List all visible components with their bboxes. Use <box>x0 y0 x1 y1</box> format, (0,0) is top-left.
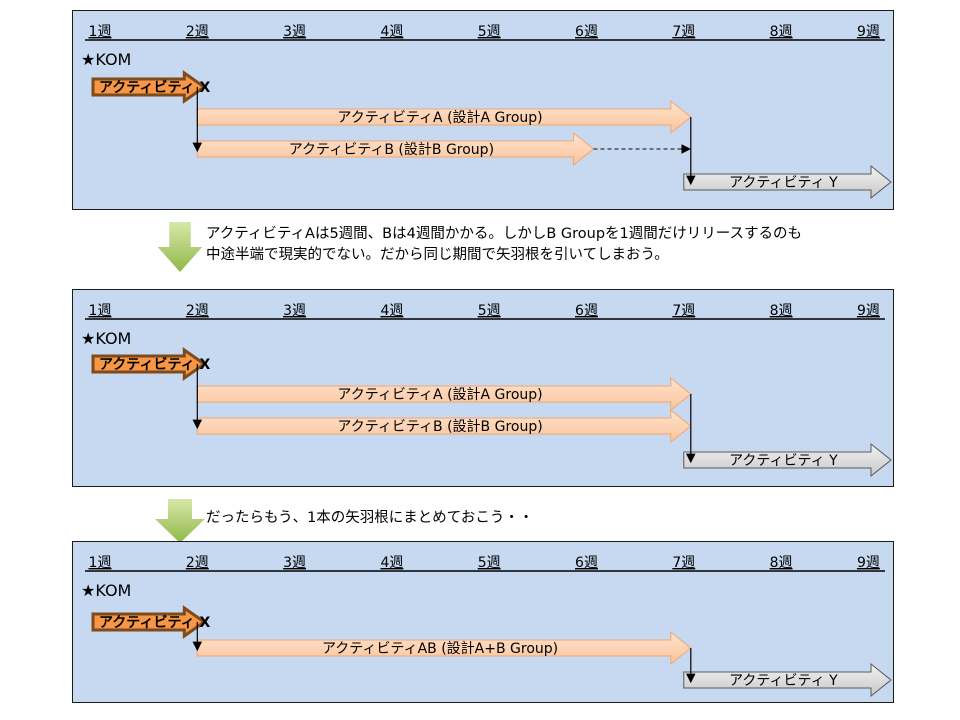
activity-arrow-a <box>196 376 692 412</box>
week-label: 3週 <box>283 24 306 40</box>
week-label: 2週 <box>186 555 209 571</box>
week-label: 1週 <box>89 24 112 40</box>
activity-arrow-x <box>91 70 207 104</box>
activity-label-x: アクティビティ X <box>99 615 210 631</box>
activity-arrow-y <box>683 164 892 200</box>
activity-arrow-b <box>196 131 595 167</box>
week-label: 2週 <box>186 24 209 40</box>
note-2-line-1: だったらもう、1本の矢羽根にまとめておこう・・ <box>206 510 534 526</box>
activity-arrow-ab <box>196 630 692 666</box>
activity-arrow-b <box>196 408 692 444</box>
week-label: 6週 <box>575 555 598 571</box>
activity-label-a: アクティビティA (設計A Group) <box>337 110 542 126</box>
week-label: 5週 <box>478 555 501 571</box>
week-label: 6週 <box>575 24 598 40</box>
week-label: 4週 <box>380 24 403 40</box>
gantt-panel-1: 1週 2週 3週 4週 5週 6週 7週 8週 9週 ★KOM アクティビティ X アクティビティA … <box>72 10 894 210</box>
gantt-panel-2: 1週 2週 3週 4週 5週 6週 7週 8週 9週 ★KOM アクティビティ X アクティビティA … <box>72 289 894 487</box>
week-label: 1週 <box>89 555 112 571</box>
milestone-kom: ★KOM <box>81 329 131 348</box>
activity-label-ab: アクティビティAB (設計A+B Group) <box>322 641 558 657</box>
note-1-line-1: アクティビティAは5週間、Bは4週間かかる。しかしB Groupを1週間だけリリ… <box>206 226 803 242</box>
activity-label-x: アクティビティ X <box>99 357 210 373</box>
week-label: 3週 <box>283 303 306 319</box>
activity-label-b: アクティビティB (設計B Group) <box>337 419 542 435</box>
activity-arrow-y <box>683 442 892 478</box>
activity-arrow-y <box>683 662 892 698</box>
week-label: 7週 <box>672 303 695 319</box>
activity-label-y: アクティビティ Y <box>729 673 838 689</box>
activity-label-x: アクティビティ X <box>99 80 210 96</box>
week-label: 2週 <box>186 303 209 319</box>
week-label: 9週 <box>857 24 880 40</box>
gantt-chart-1: 1週 2週 3週 4週 5週 6週 7週 8週 9週 ★KOM アクティビティ X アクティビティA … <box>81 24 892 200</box>
down-arrow-icon <box>155 499 205 543</box>
note-1: アクティビティAは5週間、Bは4週間かかる。しかしB Groupを1週間だけリリ… <box>206 224 802 266</box>
activity-arrow-x <box>91 347 207 381</box>
week-label: 8週 <box>770 303 793 319</box>
week-label: 8週 <box>770 24 793 40</box>
activity-label-a: アクティビティA (設計A Group) <box>337 387 542 403</box>
note-2: だったらもう、1本の矢羽根にまとめておこう・・ <box>206 508 533 529</box>
week-label: 8週 <box>770 555 793 571</box>
activity-label-b: アクティビティB (設計B Group) <box>289 142 494 158</box>
week-label: 7週 <box>672 555 695 571</box>
week-label: 7週 <box>672 24 695 40</box>
note-1-line-2: 中途半端で現実的でない。だから同じ期間で矢羽根を引いてしまおう。 <box>206 247 669 263</box>
week-label: 3週 <box>283 555 306 571</box>
gantt-panel-3: 1週 2週 3週 4週 5週 6週 7週 8週 9週 ★KOM アクティビティ X アクティビティAB… <box>72 541 894 703</box>
week-label: 6週 <box>575 303 598 319</box>
week-label: 1週 <box>89 303 112 319</box>
activity-label-y: アクティビティ Y <box>729 453 838 469</box>
down-arrow-icon <box>157 222 203 272</box>
gantt-chart-2: 1週 2週 3週 4週 5週 6週 7週 8週 9週 ★KOM アクティビティ X アクティビティA … <box>81 303 892 478</box>
milestone-kom: ★KOM <box>81 50 131 69</box>
activity-arrow-x <box>91 605 207 639</box>
week-label: 4週 <box>380 555 403 571</box>
week-label: 5週 <box>478 303 501 319</box>
week-label: 5週 <box>478 24 501 40</box>
milestone-kom: ★KOM <box>81 581 131 600</box>
gantt-chart-3: 1週 2週 3週 4週 5週 6週 7週 8週 9週 ★KOM アクティビティ X アクティビティAB… <box>81 555 892 698</box>
week-label: 9週 <box>857 303 880 319</box>
activity-label-y: アクティビティ Y <box>729 175 838 191</box>
week-label: 4週 <box>380 303 403 319</box>
activity-arrow-a <box>196 99 692 135</box>
week-label: 9週 <box>857 555 880 571</box>
